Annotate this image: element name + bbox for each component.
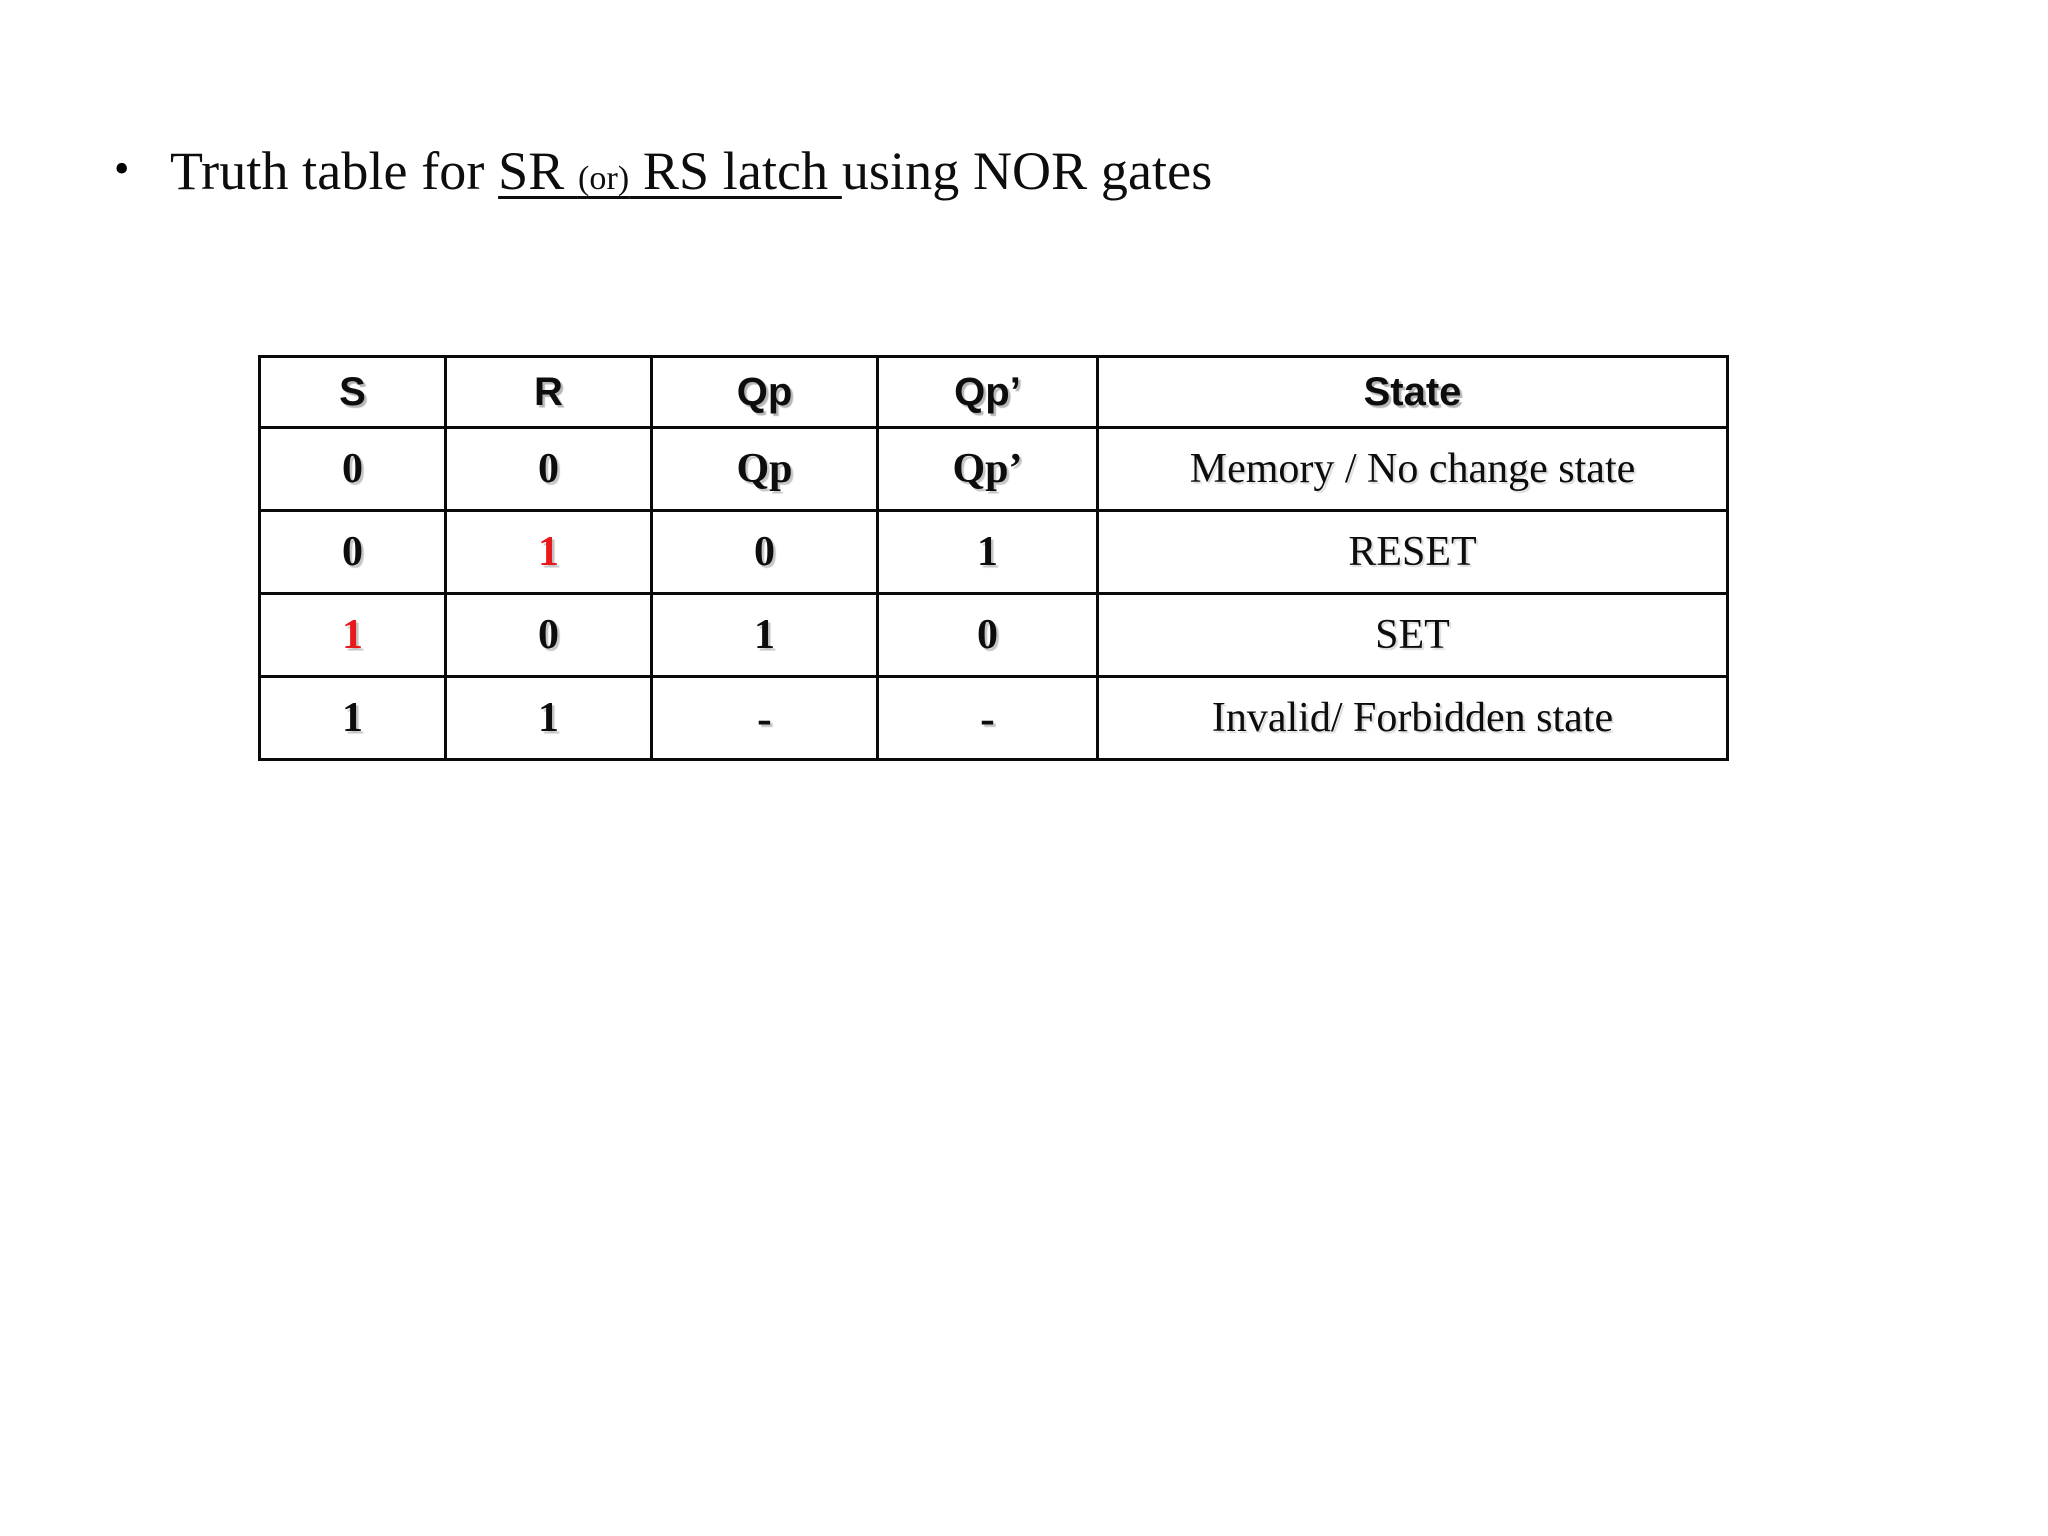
column-header-r: R <box>444 355 653 429</box>
cell-state: Invalid/ Forbidden state <box>1096 675 1729 761</box>
cell-qp: 0 <box>650 509 879 595</box>
column-header-state: State <box>1096 355 1729 429</box>
bullet-paragraph: • Truth table for SR (or) RS latch using… <box>100 140 1800 202</box>
cell-state: SET <box>1096 592 1729 678</box>
table-row: 1 0 1 0 SET <box>258 592 1729 678</box>
table-row: 1 1 - - Invalid/ Forbidden state <box>258 675 1729 761</box>
cell-state: RESET <box>1096 509 1729 595</box>
cell-r: 1 <box>444 675 653 761</box>
cell-qp: Qp <box>650 426 879 512</box>
cell-s: 1 <box>258 675 447 761</box>
cell-state: Memory / No change state <box>1096 426 1729 512</box>
bullet-marker-icon: • <box>114 144 130 193</box>
table-row: 0 0 Qp Qp’ Memory / No change state <box>258 426 1729 512</box>
cell-s: 0 <box>258 426 447 512</box>
truth-table-container: S R Qp Qp’ State 0 0 Qp Qp’ Memory / No … <box>258 355 1729 761</box>
title-underlined-sr: SR <box>498 141 578 201</box>
cell-r: 0 <box>444 592 653 678</box>
cell-qp-prime: 0 <box>876 592 1099 678</box>
page-title: Truth table for SR (or) RS latch using N… <box>170 140 1212 202</box>
cell-qp-prime: 1 <box>876 509 1099 595</box>
column-header-qp: Qp <box>650 355 879 429</box>
title-suffix: using NOR gates <box>841 141 1213 201</box>
cell-s: 0 <box>258 509 447 595</box>
cell-qp: 1 <box>650 592 879 678</box>
cell-qp: - <box>650 675 879 761</box>
column-header-s: S <box>258 355 447 429</box>
title-prefix: Truth table for <box>170 141 499 201</box>
title-underlined-rs-latch: RS latch <box>629 141 842 201</box>
table-row: 0 1 0 1 RESET <box>258 509 1729 595</box>
title-underlined-or: (or) <box>577 160 630 197</box>
cell-qp-prime: - <box>876 675 1099 761</box>
cell-r: 1 <box>444 509 653 595</box>
truth-table: S R Qp Qp’ State 0 0 Qp Qp’ Memory / No … <box>258 355 1729 761</box>
cell-s: 1 <box>258 592 447 678</box>
cell-r: 0 <box>444 426 653 512</box>
cell-qp-prime: Qp’ <box>876 426 1099 512</box>
table-header-row: S R Qp Qp’ State <box>258 355 1729 429</box>
column-header-qp-prime: Qp’ <box>876 355 1099 429</box>
